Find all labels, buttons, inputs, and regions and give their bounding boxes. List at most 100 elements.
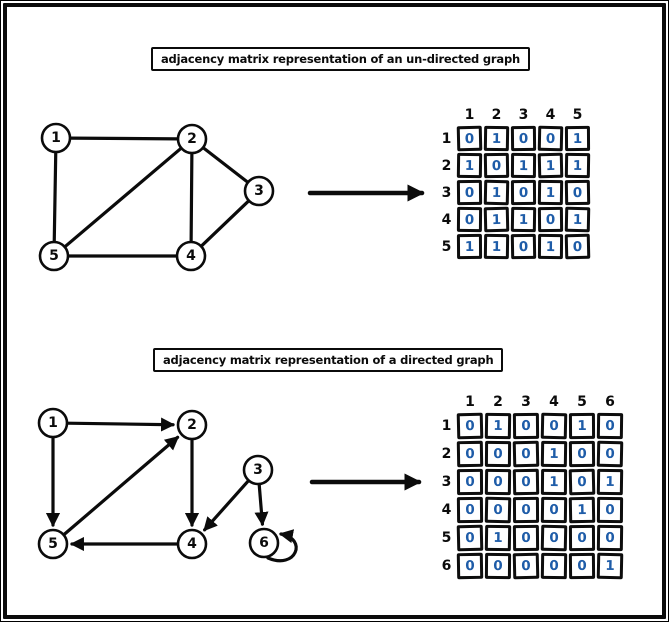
- matrix-cell: 1: [510, 206, 537, 233]
- matrix-cell: 1: [483, 125, 510, 152]
- matrix-cell: 1: [564, 206, 591, 233]
- graph-edge: [203, 478, 251, 532]
- matrix-cell: 0: [540, 496, 568, 524]
- matrix-row-header: 6: [441, 558, 452, 574]
- undirected-section-title: adjacency matrix representation of an un…: [151, 47, 530, 71]
- graph-edge: [63, 146, 183, 249]
- matrix-cell: 0: [456, 179, 483, 206]
- graph-edge: [65, 417, 176, 432]
- matrix-cell: 0: [564, 233, 591, 260]
- graph-node: [175, 240, 207, 272]
- matrix-cell: 0: [512, 524, 540, 552]
- graph-node-label: 6: [259, 535, 269, 551]
- matrix-cell: 1: [510, 152, 537, 179]
- matrix-cell: 0: [537, 125, 564, 152]
- matrix-cell: 0: [512, 412, 540, 440]
- matrix-cell: 0: [512, 440, 540, 468]
- graph-node: [243, 175, 275, 207]
- graph-edge: [52, 150, 58, 244]
- matrix-cell: 1: [484, 524, 512, 552]
- matrix-row-header: 2: [441, 157, 452, 174]
- matrix-col-header: 5: [577, 394, 587, 410]
- matrix-cell: 0: [540, 524, 568, 552]
- matrix-col-header: 6: [605, 394, 615, 410]
- matrix-cell: 1: [483, 206, 510, 233]
- matrix-cell: 0: [540, 412, 568, 440]
- graph-edge: [189, 151, 194, 244]
- graph-node-label: 3: [254, 183, 264, 199]
- graph-edge: [62, 435, 180, 537]
- graph-node: [176, 409, 208, 441]
- matrix-cell: 1: [596, 468, 624, 496]
- matrix-cell: 0: [537, 206, 564, 233]
- matrix-col-header: 1: [464, 107, 475, 123]
- matrix-row-header: 5: [441, 530, 452, 546]
- matrix-cell: 0: [456, 440, 484, 468]
- matrix-cell: 1: [568, 412, 596, 440]
- self-loop-edge: [266, 529, 298, 563]
- matrix-col-header: 2: [491, 107, 502, 123]
- graph-node: [248, 527, 280, 559]
- graph-edge: [68, 136, 180, 141]
- matrix-cell: 0: [596, 496, 624, 524]
- matrix-cell: 0: [596, 524, 624, 552]
- matrix-cell: 1: [540, 440, 568, 468]
- matrix-cell: 0: [510, 179, 537, 206]
- matrix-cell: 0: [456, 125, 483, 152]
- graph-node-label: 1: [48, 415, 58, 431]
- matrix-cell: 0: [564, 179, 591, 206]
- graph-edge: [201, 145, 250, 185]
- matrix-cell: 0: [512, 468, 540, 496]
- matrix-row-header: 3: [441, 184, 452, 201]
- matrix-cell: 0: [456, 468, 484, 496]
- matrix-corner-spacer: [438, 103, 455, 124]
- matrix-cell: 1: [537, 152, 564, 179]
- matrix-cell: 1: [456, 233, 483, 260]
- matrix-col-header: 2: [493, 394, 503, 410]
- matrix-row-header: 5: [441, 238, 452, 255]
- matrix-row-header: 1: [441, 130, 452, 147]
- matrix-corner-spacer: [438, 390, 455, 411]
- graph-node: [37, 407, 69, 439]
- matrix-cell: 1: [483, 233, 510, 260]
- matrix-col-header: 5: [572, 107, 583, 123]
- matrix-col-header: 3: [521, 394, 531, 410]
- matrix-row-header: 3: [441, 474, 452, 490]
- matrix-cell: 0: [510, 233, 537, 260]
- graph-node-label: 4: [186, 248, 196, 264]
- matrix-cell: 0: [484, 440, 512, 468]
- matrix-cell: 1: [456, 152, 483, 179]
- matrix-cell: 0: [484, 552, 512, 580]
- graph-node-label: 4: [187, 536, 197, 552]
- graph-node-label: 5: [49, 248, 59, 264]
- graph-node-label: 1: [51, 130, 61, 146]
- matrix-cell: 0: [484, 468, 512, 496]
- matrix-cell: 0: [540, 552, 568, 580]
- matrix-cell: 0: [568, 440, 596, 468]
- matrix-cell: 1: [484, 412, 512, 440]
- graph-node: [176, 528, 208, 560]
- matrix-cell: 0: [512, 552, 540, 580]
- matrix-cell: 0: [510, 125, 537, 152]
- graph-edge: [254, 482, 269, 527]
- graph-edge: [199, 199, 251, 248]
- graph-node: [40, 122, 72, 154]
- matrix-row-header: 1: [441, 418, 452, 434]
- matrix-col-header: 4: [545, 107, 556, 123]
- matrix-cell: 1: [564, 125, 591, 152]
- graph-node: [38, 240, 70, 272]
- matrix-cell: 1: [596, 552, 624, 580]
- matrix-cell: 0: [456, 412, 484, 440]
- graph-node: [37, 528, 69, 560]
- matrix-row-header: 2: [441, 446, 452, 462]
- matrix-cell: 0: [484, 496, 512, 524]
- graph-node-label: 2: [187, 417, 197, 433]
- graph-node-label: 5: [48, 536, 58, 552]
- matrix-cell: 0: [596, 440, 624, 468]
- matrix-cell: 0: [456, 496, 484, 524]
- matrix-cell: 0: [596, 412, 624, 440]
